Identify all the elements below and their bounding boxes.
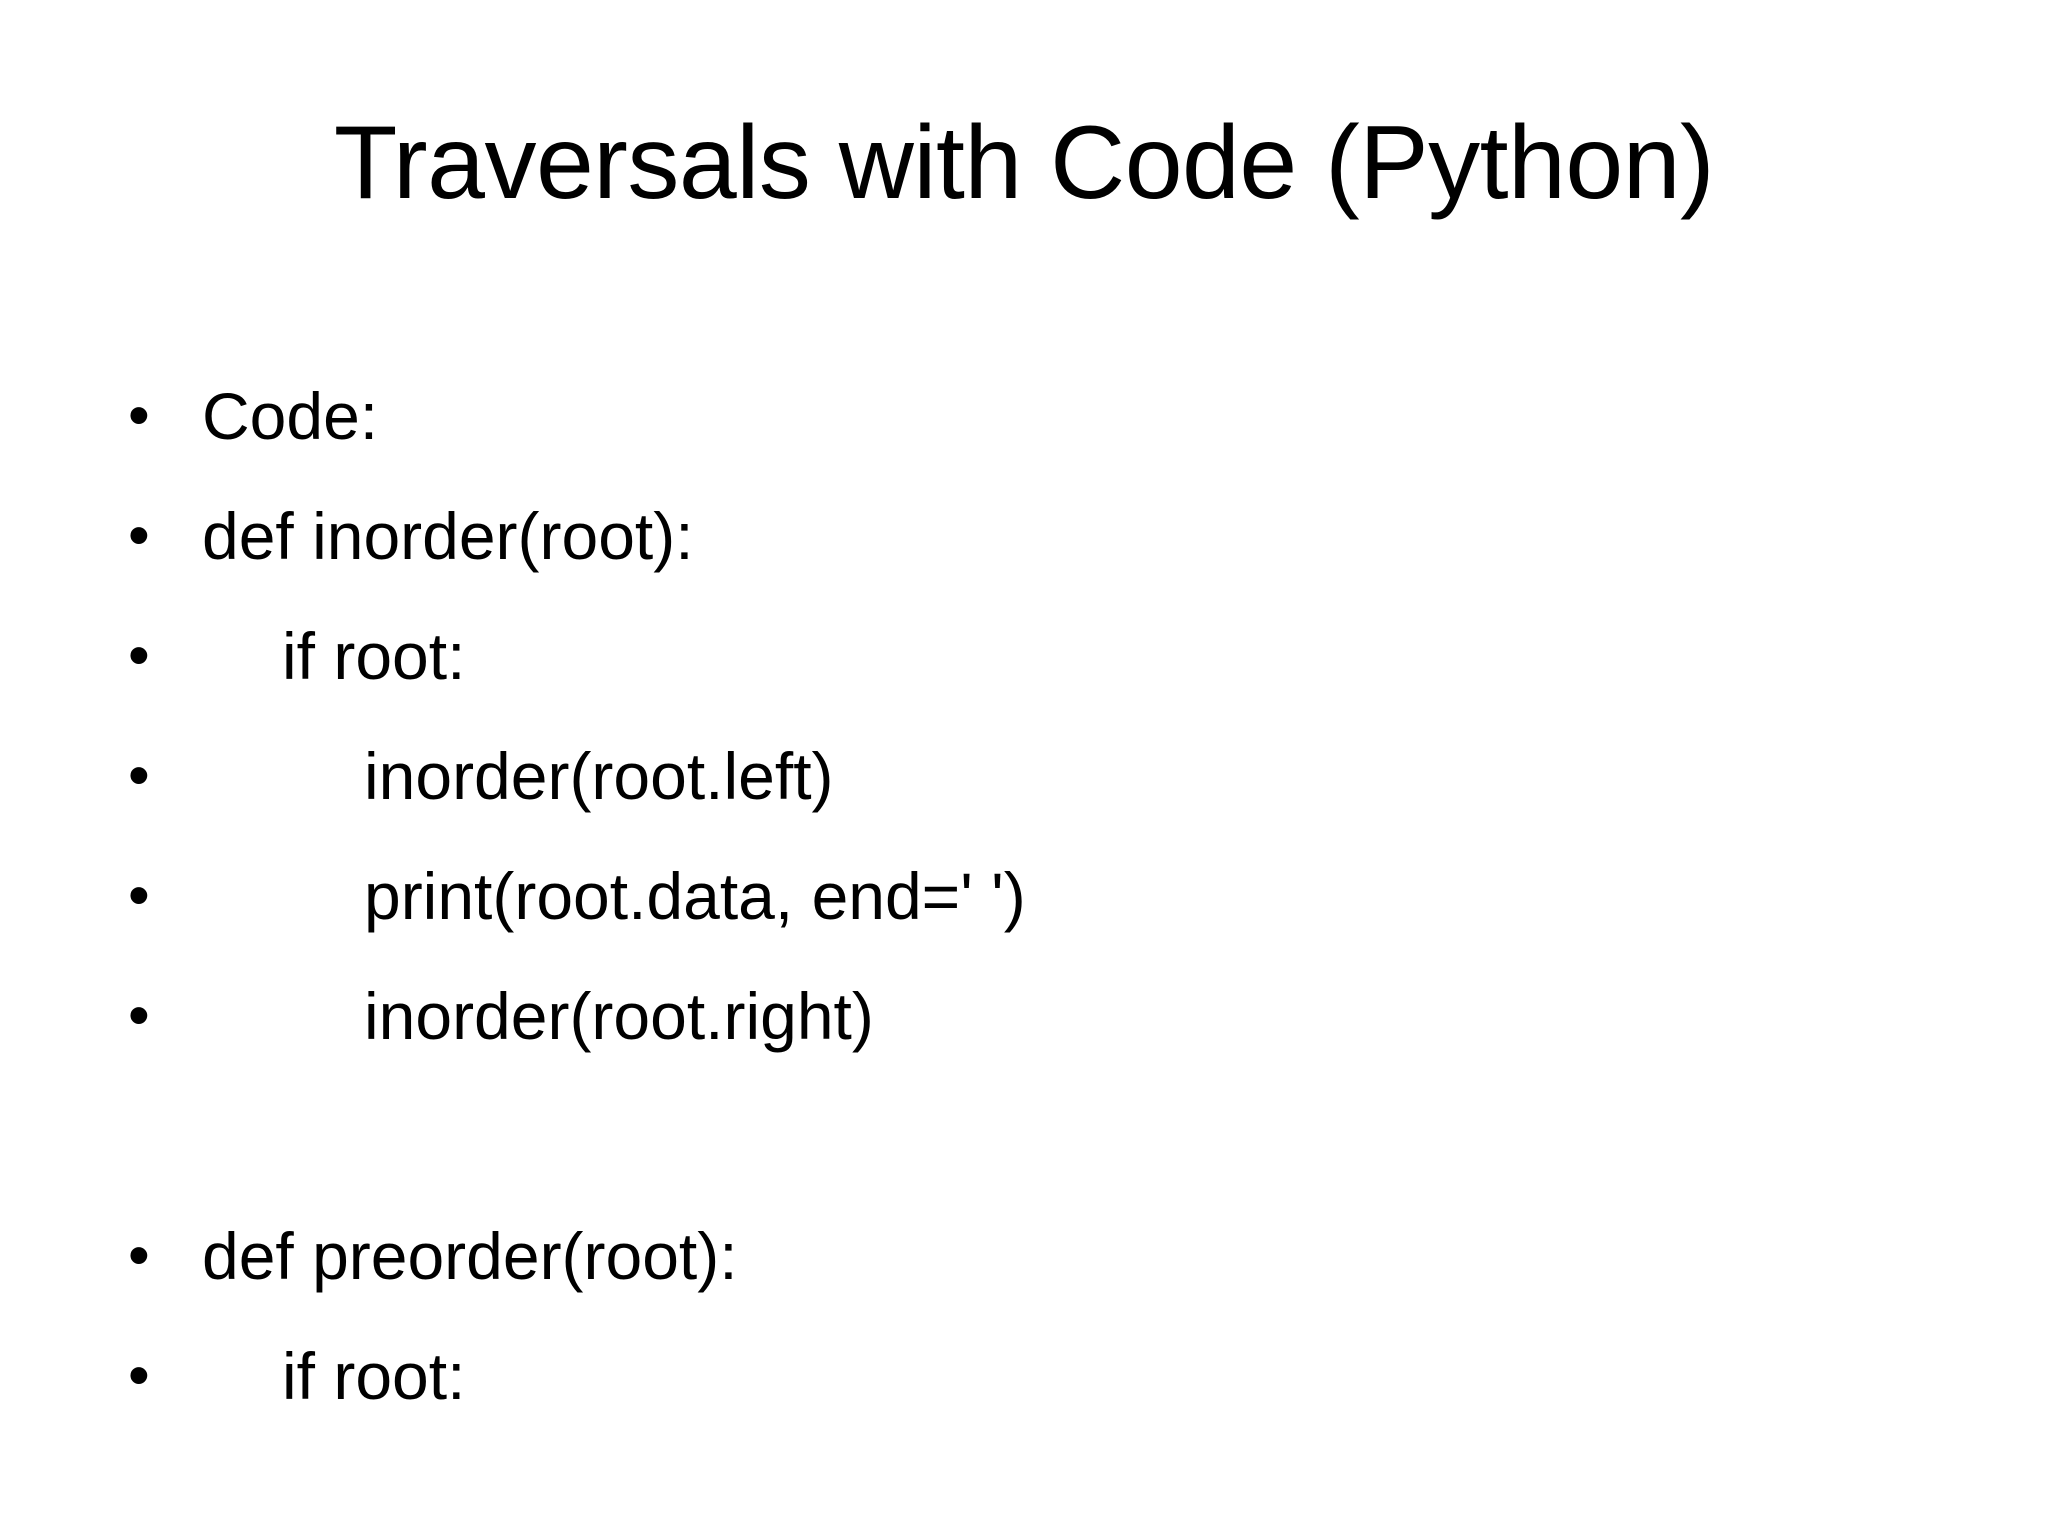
- list-item: • def preorder(root):: [0, 1208, 2048, 1328]
- list-item-label: inorder(root.right): [364, 979, 874, 1053]
- bullet-spacer-row: [0, 1088, 2048, 1208]
- list-item-label: print(root.data, end=' '): [364, 859, 1026, 933]
- bullet-point-icon: •: [128, 501, 150, 570]
- page-title: Traversals with Code (Python): [333, 105, 1715, 221]
- bullet-point-icon: •: [128, 621, 150, 690]
- list-item-label: Code:: [202, 379, 379, 453]
- bullet-point-icon: •: [128, 1221, 150, 1290]
- list-item-label: def preorder(root):: [202, 1219, 738, 1293]
- list-item: • if root:: [0, 1328, 2048, 1448]
- list-item-label: if root:: [282, 619, 466, 693]
- list-item: • inorder(root.left): [0, 728, 2048, 848]
- list-item: • def inorder(root):: [0, 488, 2048, 608]
- bullet-point-icon: •: [128, 381, 150, 450]
- list-item: • Code:: [0, 368, 2048, 488]
- bullet-point-icon: •: [128, 861, 150, 930]
- bullet-point-icon: •: [128, 1341, 150, 1410]
- bullet-list: • Code: • def inorder(root): • if root: • inord…: [0, 368, 2048, 1448]
- list-item: • inorder(root.right): [0, 968, 2048, 1088]
- list-item: • if root:: [0, 608, 2048, 728]
- list-item-label: inorder(root.left): [364, 739, 834, 813]
- list-item: • print(root.data, end=' '): [0, 848, 2048, 968]
- bullet-point-icon: •: [128, 981, 150, 1050]
- bullet-point-icon: •: [128, 741, 150, 810]
- list-item-label: if root:: [282, 1339, 466, 1413]
- list-item-label: def inorder(root):: [202, 499, 694, 573]
